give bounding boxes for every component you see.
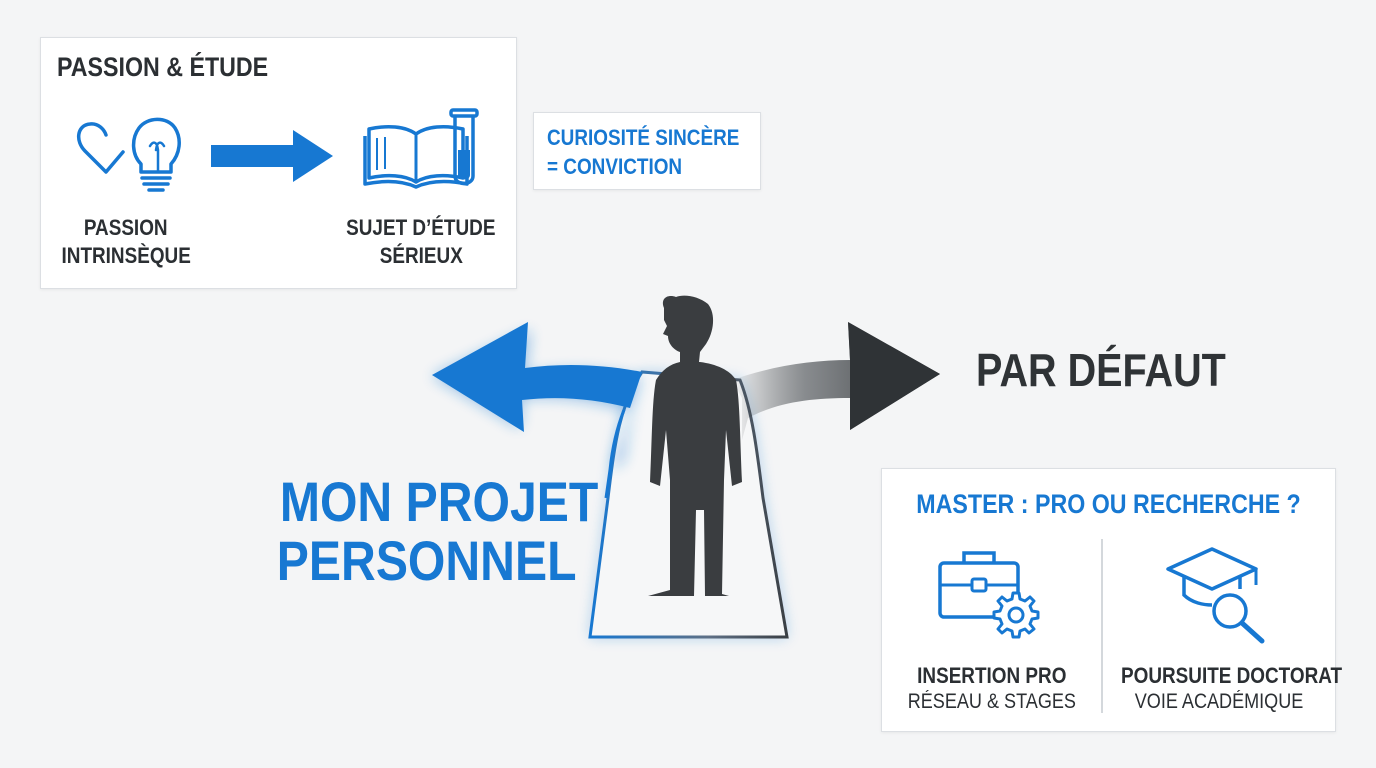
test-tube-icon [449, 108, 479, 186]
conviction-callout: CURIOSITÉ SINCÈRE = CONVICTION [533, 112, 761, 190]
book-icon [363, 124, 469, 189]
lightbulb-icon [131, 117, 181, 192]
sujet-label: SUJET D’ÉTUDE SÉRIEUX [346, 215, 496, 268]
flow-arrow [211, 130, 333, 182]
master-title: MASTER : PRO OU RECHERCHE ? [916, 489, 1301, 519]
master-divider [1101, 539, 1103, 713]
insertion-pro-label: INSERTION PRO RÉSEAU & STAGES [907, 663, 1076, 714]
passion-etude-panel: PASSION & ÉTUDE PASSION INTRINSÈQUE SUJE… [40, 37, 517, 289]
passion-label: PASSION INTRINSÈQUE [61, 215, 191, 268]
callout-line-2: = CONVICTION [547, 153, 683, 179]
poursuite-doctorat-label: POURSUITE DOCTORAT VOIE ACADÉMIQUE [1120, 663, 1343, 714]
briefcase-gear-icon [938, 551, 1040, 639]
heart-icon [77, 122, 125, 174]
mon-projet-label: MON PROJET PERSONNEL [276, 470, 599, 593]
person-icon [648, 295, 742, 596]
panel-title: PASSION & ÉTUDE [57, 52, 269, 82]
master-panel: MASTER : PRO OU RECHERCHE ? INSERTION PR… [881, 468, 1343, 732]
par-defaut-label: PAR DÉFAUT [976, 344, 1226, 396]
graduation-cap-search-icon [1166, 547, 1265, 644]
callout-line-1: CURIOSITÉ SINCÈRE [547, 125, 740, 150]
